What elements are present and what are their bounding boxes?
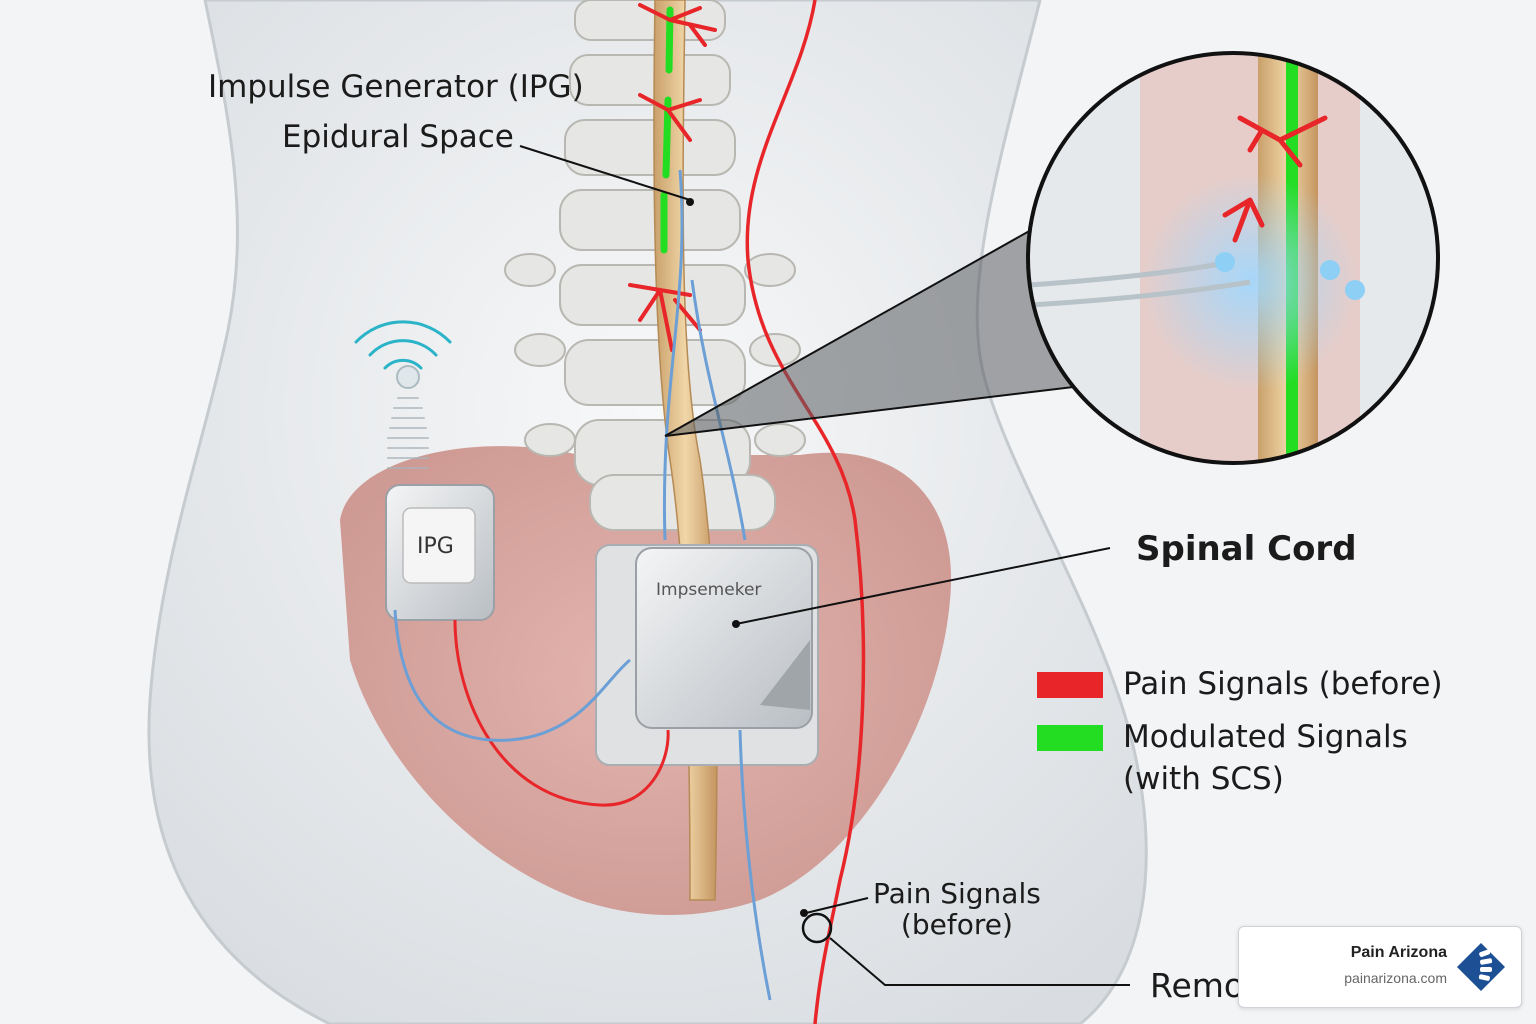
- legend-swatch-modulated: [1037, 725, 1103, 751]
- pacemaker-label: Impsemeker: [656, 580, 761, 600]
- legend-item-pain: Pain Signals (before): [1037, 664, 1443, 706]
- ipg-wires: [393, 609, 772, 1001]
- ipg-device: IPG: [385, 484, 495, 621]
- pain-signals-annotation-line2: (before): [900, 908, 1013, 942]
- spinal-cord-label: Spinal Cord: [1136, 529, 1357, 569]
- legend-label-modulated-line2: (with SCS): [1123, 760, 1284, 797]
- pain-signals-annotation-line1: Pain Signals: [873, 877, 1041, 910]
- pain-signals-annotation: Pain Signals (before): [873, 878, 1041, 941]
- wireless-signal-icon: [354, 320, 452, 469]
- pain-nerve-line: [745, 0, 866, 1024]
- spine: [504, 0, 806, 531]
- legend-label-modulated: Modulated Signals (with SCS): [1123, 717, 1408, 801]
- legend-label-modulated-line1: Modulated Signals: [1123, 719, 1408, 755]
- implant-device: Impsemeker: [595, 544, 819, 766]
- legend-label-pain: Pain Signals (before): [1123, 666, 1443, 702]
- pain-arizona-badge[interactable]: Pain Arizona painarizona.com: [1238, 926, 1522, 1008]
- remote-label: Remo: [1150, 966, 1245, 1005]
- badge-url[interactable]: painarizona.com: [1344, 970, 1447, 986]
- legend-item-modulated: Modulated Signals (with SCS): [1037, 717, 1408, 801]
- zoom-cone: [665, 225, 1090, 436]
- pain-nerve-branches: [628, 3, 717, 352]
- ipg-title-label: Impulse Generator (IPG): [208, 69, 584, 105]
- badge-name: Pain Arizona: [1350, 944, 1447, 961]
- legend-swatch-pain: [1037, 672, 1103, 698]
- magnified-view: [1026, 51, 1440, 465]
- spine-logo-icon: [1457, 943, 1505, 991]
- epidural-space-label: Epidural Space: [282, 119, 514, 155]
- ipg-device-label: IPG: [417, 534, 454, 559]
- leader-lines: [519, 145, 1130, 986]
